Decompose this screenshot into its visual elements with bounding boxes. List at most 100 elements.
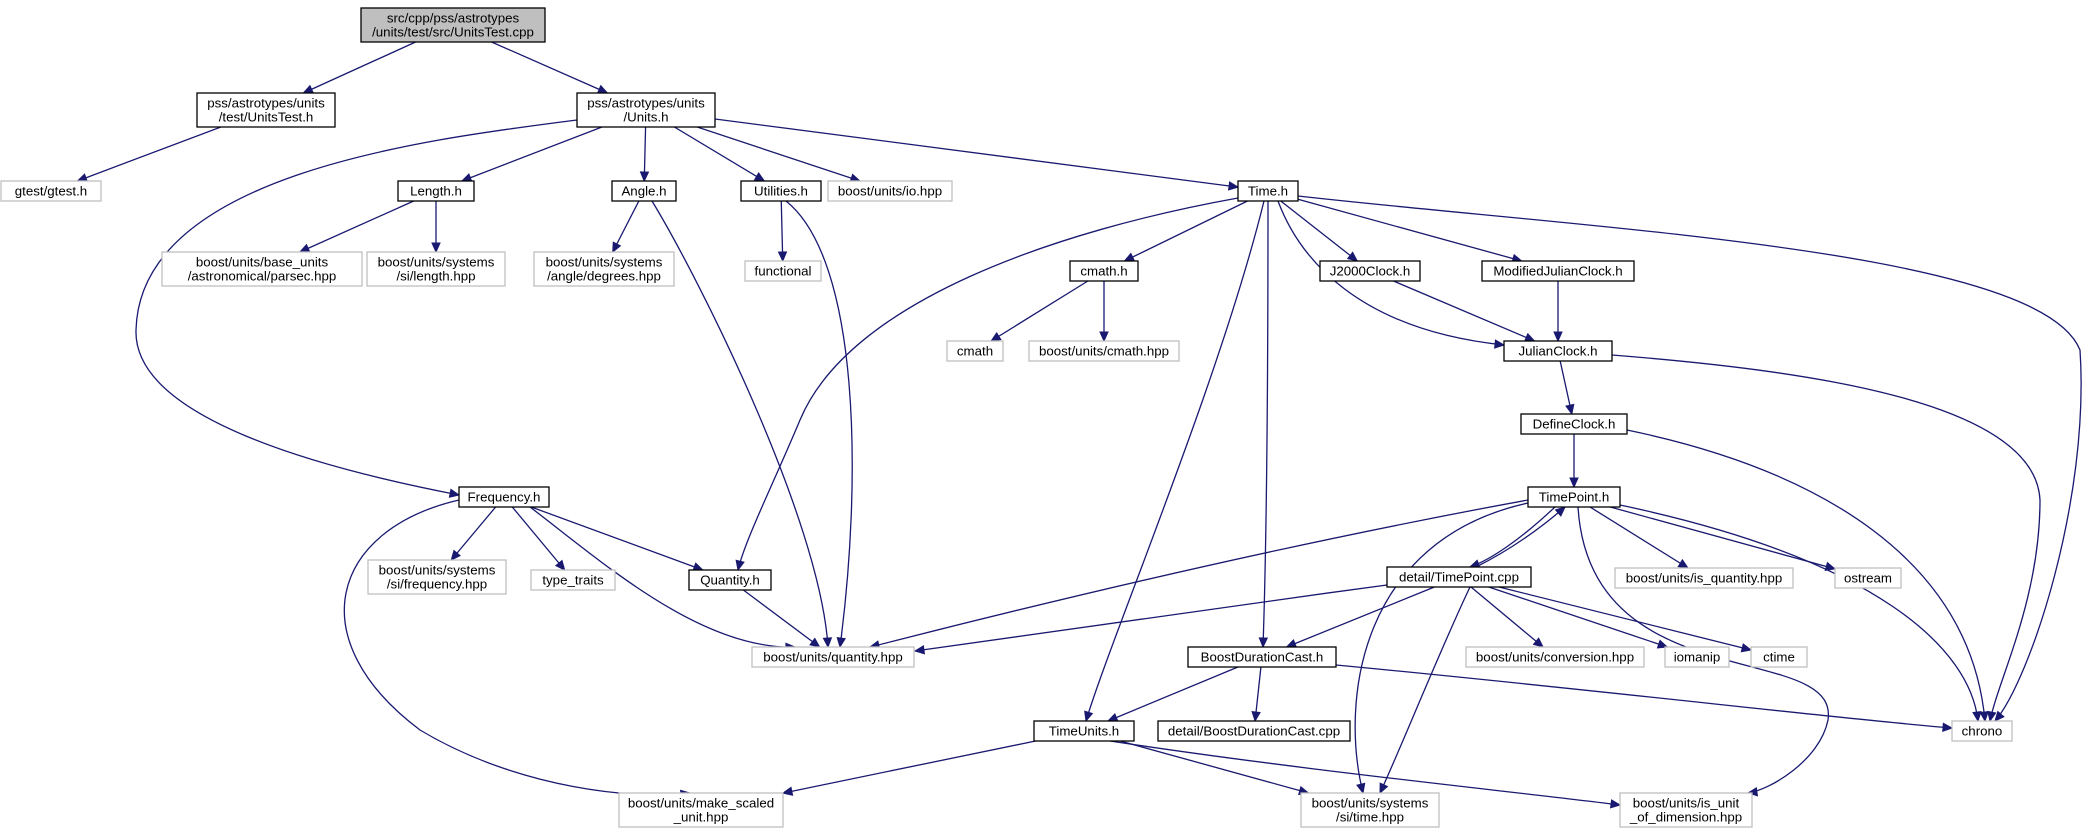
node-iomanip: iomanip bbox=[1664, 646, 1730, 668]
edge-detail-tp-to-iomanip bbox=[1488, 586, 1668, 648]
node-label-line: pss/astrotypes/units bbox=[207, 96, 325, 111]
edge-timeunits-h-to-make-scaled bbox=[782, 740, 1036, 794]
node-box bbox=[827, 180, 953, 202]
node-label-line: J2000Clock.h bbox=[1330, 264, 1411, 279]
node-type-traits: type_traits bbox=[530, 569, 616, 591]
node-chrono: chrono bbox=[1951, 720, 2013, 742]
edge-timepoint-h-to-ostream bbox=[1610, 506, 1836, 570]
node-mjc[interactable]: ModifiedJulianClock.h bbox=[1481, 260, 1635, 282]
node-label-line: /si/time.hpp bbox=[1336, 810, 1404, 825]
edge-units-h-to-utilities-h bbox=[673, 126, 765, 182]
node-is-quantity: boost/units/is_quantity.hpp bbox=[1614, 567, 1794, 589]
edge-utilities-h-to-quantity-hpp bbox=[785, 200, 853, 648]
edge-units-h-to-angle-h-arrowhead bbox=[639, 171, 650, 183]
node-utilities-h[interactable]: Utilities.h bbox=[740, 180, 822, 202]
edge-timepoint-h-to-chrono-arrowhead bbox=[1972, 711, 1982, 723]
node-timeunits-h[interactable]: TimeUnits.h bbox=[1033, 720, 1135, 742]
node-box bbox=[397, 180, 475, 202]
node-cmath: cmath bbox=[946, 340, 1004, 362]
node-quantity-hpp: boost/units/quantity.hpp bbox=[751, 646, 915, 668]
edge-timepoint-h-to-ostream-arrowhead bbox=[1824, 561, 1837, 571]
node-label-line: /Units.h bbox=[623, 110, 668, 125]
edge-timeunits-h-to-make-scaled-arrowhead bbox=[781, 786, 794, 796]
node-box bbox=[1614, 567, 1794, 589]
edge-julian-to-chrono bbox=[1611, 354, 2041, 722]
node-unitstest-h[interactable]: pss/astrotypes/units/test/UnitsTest.h bbox=[196, 92, 336, 128]
node-box bbox=[611, 180, 677, 202]
edge-detail-tp-to-quantity-hpp-arrowhead bbox=[913, 645, 926, 655]
node-length-h[interactable]: Length.h bbox=[397, 180, 475, 202]
edge-detail-tp-to-conversion-arrowhead bbox=[1532, 637, 1544, 648]
edge-timepoint-h-to-quantity-hpp bbox=[869, 499, 1529, 648]
node-label-line: detail/BoostDurationCast.cpp bbox=[1168, 724, 1340, 739]
node-label-line: Quantity.h bbox=[700, 573, 760, 588]
node-box bbox=[1157, 720, 1351, 742]
node-box bbox=[367, 559, 507, 595]
edge-root-to-units-h bbox=[491, 41, 608, 94]
edge-time-h-to-julian-arrowhead bbox=[1494, 339, 1506, 349]
node-label-line: boost/units/systems bbox=[378, 255, 495, 270]
node-julian[interactable]: JulianClock.h bbox=[1503, 340, 1613, 362]
node-box bbox=[1481, 260, 1635, 282]
node-label-line: ctime bbox=[1763, 650, 1795, 665]
edge-frequency-h-to-si-frequency bbox=[450, 506, 497, 561]
node-box bbox=[366, 251, 506, 287]
node-label-line: boost/units/is_unit bbox=[1633, 796, 1740, 811]
node-box bbox=[360, 7, 546, 43]
edge-length-h-to-parsec-arrowhead bbox=[298, 243, 311, 253]
node-root[interactable]: src/cpp/pss/astrotypes/units/test/src/Un… bbox=[360, 7, 546, 43]
node-box bbox=[751, 646, 915, 668]
edge-timepoint-h-to-detail-tp bbox=[1469, 506, 1556, 568]
edge-time-h-to-quantity-h bbox=[737, 197, 1239, 571]
edge-layer bbox=[76, 41, 2082, 809]
node-box bbox=[1033, 720, 1135, 742]
node-angle-h[interactable]: Angle.h bbox=[611, 180, 677, 202]
edge-bdc-h-to-timeunits-h-arrowhead bbox=[1106, 712, 1119, 722]
node-detail-bdc[interactable]: detail/BoostDurationCast.cpp bbox=[1157, 720, 1351, 742]
node-label-line: pss/astrotypes/units bbox=[587, 96, 705, 111]
edge-root-to-units-h-arrowhead bbox=[596, 84, 609, 94]
node-label-line: TimeUnits.h bbox=[1049, 724, 1119, 739]
node-units-h[interactable]: pss/astrotypes/units/Units.h bbox=[576, 92, 716, 128]
node-si-length: boost/units/systems/si/length.hpp bbox=[366, 251, 506, 287]
node-label-line: boost/units/quantity.hpp bbox=[763, 650, 902, 665]
edge-time-h-to-quantity-h-arrowhead bbox=[735, 559, 745, 572]
node-is-unit: boost/units/is_unit_of_dimension.hpp bbox=[1619, 792, 1753, 828]
node-box bbox=[533, 251, 675, 287]
edge-timepoint-h-to-is-quantity-arrowhead bbox=[1677, 558, 1689, 569]
node-bdc-h[interactable]: BoostDurationCast.h bbox=[1187, 646, 1337, 668]
node-label-line: boost/units/systems bbox=[546, 255, 663, 270]
edge-timepoint-h-to-si-time bbox=[1354, 502, 1529, 794]
edge-utilities-h-to-functional-arrowhead bbox=[777, 251, 788, 263]
edge-timeunits-h-to-is-unit bbox=[1109, 740, 1621, 806]
node-box bbox=[1237, 180, 1299, 202]
edge-length-h-to-parsec bbox=[299, 200, 414, 253]
node-box bbox=[1069, 260, 1139, 282]
edge-quantity-h-to-quantity-hpp-arrowhead bbox=[809, 637, 821, 648]
node-quantity-h[interactable]: Quantity.h bbox=[688, 569, 772, 591]
edge-timepoint-h-to-si-time-arrowhead bbox=[1356, 782, 1366, 795]
node-cmath-h[interactable]: cmath.h bbox=[1069, 260, 1139, 282]
edge-cmath-h-to-cmath bbox=[990, 280, 1089, 342]
node-label-line: gtest/gtest.h bbox=[15, 184, 87, 199]
node-box bbox=[1300, 792, 1440, 828]
node-detail-tp[interactable]: detail/TimePoint.cpp bbox=[1386, 566, 1532, 588]
edge-detail-tp-to-conversion bbox=[1470, 586, 1544, 648]
node-j2000[interactable]: J2000Clock.h bbox=[1319, 260, 1421, 282]
edge-time-h-to-bdc-h bbox=[1262, 200, 1269, 648]
node-frequency-h[interactable]: Frequency.h bbox=[458, 486, 550, 508]
node-box bbox=[1834, 567, 1902, 589]
node-label-line: boost/units/is_quantity.hpp bbox=[1626, 571, 1782, 586]
node-defineclock[interactable]: DefineClock.h bbox=[1520, 413, 1628, 435]
node-label-line: boost/units/io.hpp bbox=[838, 184, 942, 199]
node-label-line: boost/units/systems bbox=[379, 563, 496, 578]
node-gtest: gtest/gtest.h bbox=[0, 180, 102, 202]
node-timepoint-h[interactable]: TimePoint.h bbox=[1527, 486, 1621, 508]
node-time-h[interactable]: Time.h bbox=[1237, 180, 1299, 202]
edge-defineclock-to-chrono bbox=[1626, 429, 1986, 722]
edge-time-h-to-cmath-h-arrowhead bbox=[1123, 252, 1136, 262]
node-parsec: boost/units/base_units/astronomical/pars… bbox=[161, 251, 363, 287]
edge-bdc-h-to-timeunits-h bbox=[1107, 666, 1239, 722]
node-label-line: ostream bbox=[1844, 571, 1892, 586]
